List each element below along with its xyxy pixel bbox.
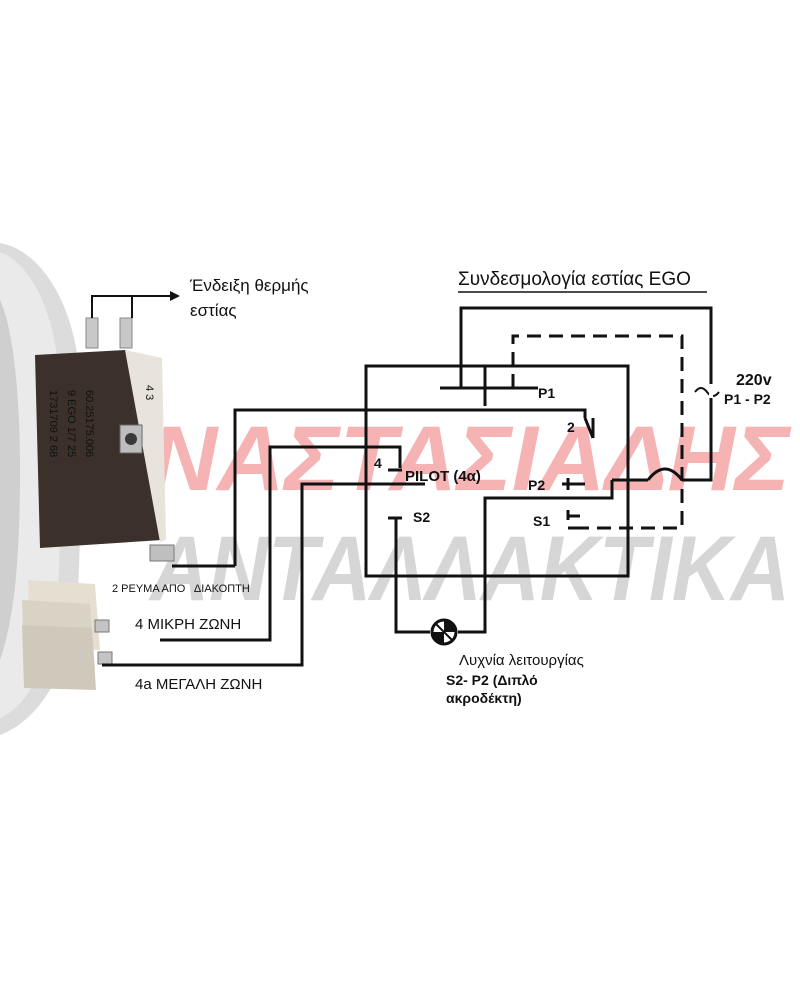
diagram-title: Συνδεσμολογία εστίας EGO [458,269,691,290]
regulator-component: 4 3 60.25175.006 9 EGO 1/7 25 1731709 2 … [22,317,175,690]
part-line-3: 1731709 2 68 [47,390,59,457]
supply-voltage: 220v [736,372,772,389]
hot-indicator-label-1: Ένδειξη θερμής [189,276,309,295]
small-zone-label: 4 ΜΙΚΡΗ ΖΩΝΗ [135,616,241,633]
component-side-mark: 4 3 [143,385,155,400]
switch-contacts [388,417,595,520]
switch-feed-label: 2 ΡΕΥΜΑ ΑΠΟ ΔΙΑΚΟΠΤΗ [112,583,250,595]
watermark-line-2: ΑΝΤΑΛΛΑΚΤΙΚΑ [148,518,790,620]
part-number: 60.25175.006 9 EGO 1/7 25 1731709 2 68 [47,390,95,457]
terminal-s2-label: S2 [413,509,430,525]
lamp-label-1: Λυχνία λειτουργίας [459,652,584,669]
supply-terminals: P1 - P2 [724,391,771,407]
watermark: ΝΑΣΤΑΣΙΑΔΗΣ ΑΝΤΑΛΛΑΚΤΙΚΑ [148,408,791,620]
part-line-2: 9 EGO 1/7 25 [65,390,77,457]
large-zone-label: 4a ΜΕΓΑΛΗ ΖΩΝΗ [135,676,262,693]
part-line-1: 60.25175.006 [83,390,95,457]
hot-indicator-wires [91,291,180,318]
schematic-wires [102,306,713,667]
watermark-line-1: ΝΑΣΤΑΣΙΑΔΗΣ [150,408,792,510]
supply-squiggle [694,387,720,397]
terminal-s1-label: S1 [533,513,550,529]
hot-indicator-label-2: εστίας [190,301,237,320]
terminal-4-label: 4 [374,455,382,471]
terminal-p2-label: P2 [528,477,545,493]
pilot-label: PILOT (4α) [405,468,481,485]
terminal-2-label: 2 [567,419,575,435]
lamp-label-3: ακροδέκτη) [446,690,522,706]
schematic-dashed-wires [511,334,684,530]
lamp-icon [430,618,458,646]
lamp-label-2: S2- P2 (Διπλό [446,672,538,688]
terminal-p1-label: P1 [538,385,555,401]
